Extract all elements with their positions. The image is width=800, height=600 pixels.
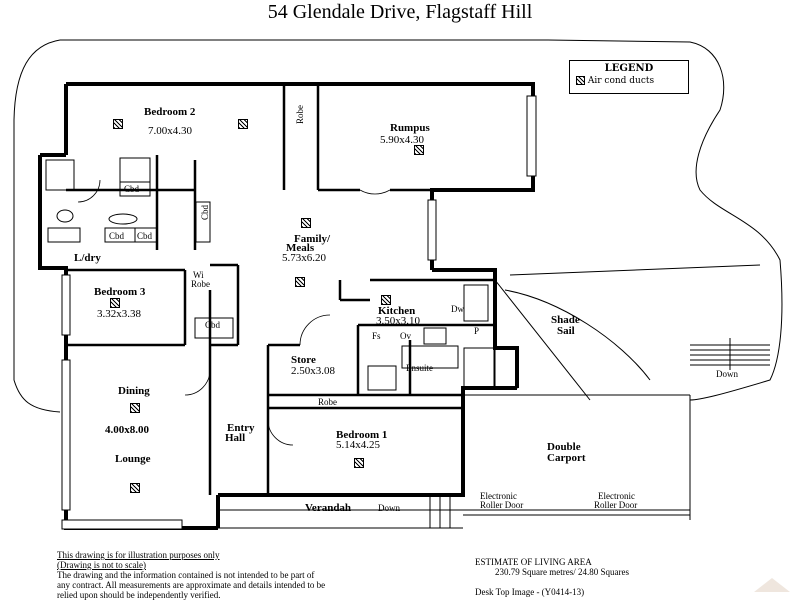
- verandah-label: Verandah: [305, 502, 352, 514]
- store-label: Store: [291, 354, 316, 366]
- bedroom2-size: 7.00x4.30: [148, 125, 192, 137]
- bedroom3-size: 3.32x3.38: [97, 308, 141, 320]
- duct-marker: [414, 145, 424, 155]
- cbd-wall-label: Cbd: [200, 204, 210, 220]
- roller-door-1-label-1: Electronic: [480, 491, 517, 501]
- shade-sail-label-2: Sail: [557, 325, 575, 337]
- fixtures: [45, 157, 518, 391]
- area-footer: Desk Top Image - (Y0414-13): [475, 587, 585, 597]
- property-boundary-right: [547, 39, 783, 520]
- dishwasher-label: Dw: [451, 304, 464, 314]
- legend: LEGEND Air cond ducts: [569, 60, 689, 94]
- entry-label-1: Entry: [227, 422, 255, 434]
- cbd3-label: Cbd: [137, 231, 153, 241]
- wi-robe-label-2: Robe: [191, 279, 210, 289]
- legend-item: Air cond ducts: [576, 76, 654, 86]
- cbd2-label: Cbd: [109, 231, 125, 241]
- duct-marker: [238, 119, 248, 129]
- dining-label: Dining: [118, 385, 150, 397]
- duct-marker: [130, 403, 140, 413]
- duct-marker: [110, 298, 120, 308]
- bedroom2-label: Bedroom 2: [144, 106, 196, 118]
- family-size: 5.73x6.20: [282, 252, 326, 264]
- area-heading: ESTIMATE OF LIVING AREA: [475, 557, 592, 567]
- duct-marker: [113, 119, 123, 129]
- bedroom1-size: 5.14x4.25: [336, 439, 380, 451]
- pantry-label: P: [474, 326, 480, 336]
- page-title: 54 Glendale Drive, Flagstaff Hill: [267, 1, 533, 23]
- ensuite-label: Ensuite: [406, 363, 433, 373]
- entry-label-2: Hall: [225, 432, 246, 444]
- area-estimate: ESTIMATE OF LIVING AREA 230.79 Square me…: [475, 557, 629, 597]
- lounge-label: Lounge: [115, 453, 151, 465]
- robe-top-label: Robe: [295, 105, 305, 124]
- shade-down-label: Down: [716, 369, 738, 379]
- kitchen-size: 3.50x3.10: [376, 315, 420, 327]
- bedroom3-label: Bedroom 3: [94, 286, 146, 298]
- carport-lines: [463, 394, 691, 516]
- store-size: 2.50x3.08: [291, 365, 335, 377]
- robe-mid-label: Robe: [318, 397, 337, 407]
- cbd4-label: Cbd: [205, 320, 221, 330]
- disclaimer-line-2: (Drawing is not to scale): [57, 560, 146, 570]
- roller-door-1-label-2: Roller Door: [480, 500, 524, 510]
- verandah-down-label: Down: [378, 503, 400, 513]
- oven-label: Ov: [400, 331, 411, 341]
- legend-item-label: Air cond ducts: [587, 76, 655, 86]
- disclaimer: This drawing is for illustration purpose…: [57, 550, 327, 600]
- disclaimer-line-1: This drawing is for illustration purpose…: [57, 550, 220, 560]
- shade-sail-label-1: Shade: [551, 314, 580, 326]
- windows: [61, 95, 537, 530]
- rumpus-label: Rumpus: [390, 122, 430, 134]
- disclaimer-body: The drawing and the information containe…: [57, 570, 326, 600]
- family-label: Family/: [294, 233, 331, 245]
- wi-robe-label-1: Wi: [193, 270, 204, 280]
- duct-marker: [130, 483, 140, 493]
- roller-door-2-label-2: Roller Door: [594, 500, 638, 510]
- laundry-label: L/dry: [74, 252, 101, 264]
- carport-label-1: Double: [547, 441, 581, 453]
- roller-door-2-label-1: Electronic: [598, 491, 635, 501]
- duct-marker: [354, 458, 364, 468]
- kitchen-label: Kitchen: [378, 305, 416, 317]
- shade-sail: [494, 264, 770, 401]
- property-boundary: [13, 39, 61, 413]
- cbd1-label: Cbd: [124, 184, 140, 194]
- dining-size: 4.00x8.00: [105, 424, 149, 436]
- door-swings: [77, 179, 391, 446]
- family-label-2: Meals: [286, 242, 315, 254]
- verandah-lines: [218, 495, 463, 529]
- duct-marker: [295, 277, 305, 287]
- fridge-space-label: Fs: [372, 331, 381, 341]
- bedroom1-label: Bedroom 1: [336, 429, 388, 441]
- duct-marker: [381, 295, 391, 305]
- rumpus-size: 5.90x4.30: [380, 134, 424, 146]
- legend-heading: LEGEND: [604, 63, 654, 74]
- duct-marker: [301, 218, 311, 228]
- duct-icon: [576, 76, 585, 85]
- watermark-logo-icon: [754, 578, 790, 592]
- carport-label-2: Carport: [547, 452, 586, 464]
- interior-walls: [66, 84, 495, 495]
- area-value: 230.79 Square metres/ 24.80 Squares: [495, 567, 629, 577]
